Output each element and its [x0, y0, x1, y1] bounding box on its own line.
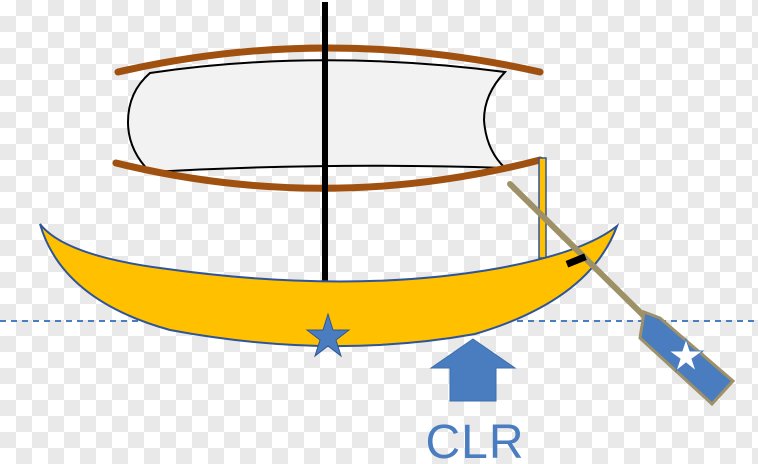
sail	[128, 60, 505, 172]
clr-label: CLR	[425, 416, 524, 464]
up-arrow-icon	[431, 339, 515, 401]
stern-post	[539, 158, 546, 258]
